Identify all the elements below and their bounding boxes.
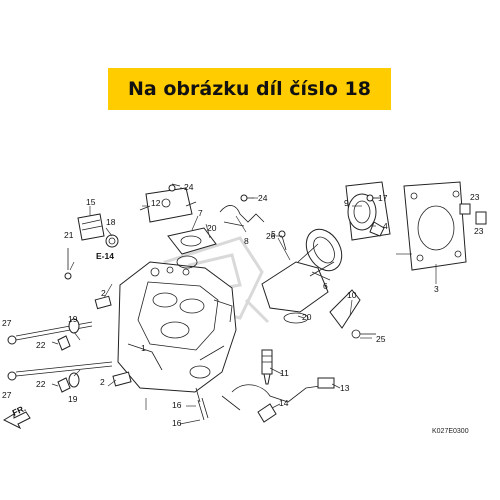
- diagram-code: K027E0300: [432, 428, 469, 435]
- callout-27a: 27: [2, 318, 12, 328]
- callout-4: 4: [383, 221, 388, 231]
- callout-15: 15: [86, 197, 96, 207]
- callout-3: 3: [434, 284, 439, 294]
- cover-plate[interactable]: [139, 187, 197, 223]
- callout-7: 7: [198, 208, 203, 218]
- callout-12: 12: [151, 198, 161, 208]
- callout-22a: 22: [36, 340, 46, 350]
- front-arrow: FR.: [2, 403, 31, 430]
- dowel-pins[interactable]: [94, 295, 132, 387]
- callout-22b: 22: [36, 379, 46, 389]
- insulator-gasket[interactable]: [167, 227, 217, 269]
- callout-23b: 23: [474, 226, 484, 236]
- washers-and-nuts[interactable]: [57, 318, 80, 393]
- callout-labels: 1 2 2 3 4 5 6 7 8 9 10 11 12 13 14 15 16…: [2, 182, 484, 428]
- callout-25: 25: [376, 334, 386, 344]
- leader-lines: [51, 187, 437, 425]
- callout-17: 17: [378, 193, 388, 203]
- callout-2b: 2: [100, 377, 105, 387]
- callout-21: 21: [64, 230, 74, 240]
- callout-27b: 27: [2, 390, 12, 400]
- sealing-washer-18[interactable]: [105, 234, 119, 248]
- bolts[interactable]: [64, 183, 380, 280]
- callout-5: 5: [271, 229, 276, 239]
- callout-18: 18: [106, 217, 116, 227]
- callout-23a: 23: [470, 192, 480, 202]
- temperature-sensor[interactable]: [221, 377, 335, 423]
- callout-16a: 16: [172, 400, 182, 410]
- callout-26: 26: [266, 231, 276, 241]
- callout-13: 13: [340, 383, 350, 393]
- callout-20a: 20: [207, 223, 217, 233]
- engine-ref-label: E-14: [96, 251, 114, 261]
- cylinder-head[interactable]: [117, 261, 237, 393]
- bracket[interactable]: [329, 289, 376, 339]
- spark-plug[interactable]: [261, 349, 273, 385]
- intake-pipe[interactable]: [261, 223, 349, 324]
- callout-11: 11: [280, 368, 289, 378]
- callout-2a: 2: [101, 288, 106, 298]
- intake-band[interactable]: [345, 181, 391, 241]
- stud-bolts[interactable]: [7, 321, 113, 381]
- callout-6: 6: [323, 281, 328, 291]
- callout-24a: 24: [184, 182, 194, 192]
- callout-19b: 19: [68, 394, 78, 404]
- callout-1: 1: [141, 343, 146, 353]
- part-number-banner: Na obrázku díl číslo 18: [108, 68, 391, 110]
- callout-20b: 20: [302, 312, 312, 322]
- callout-24b: 24: [258, 193, 268, 203]
- wire-clamp[interactable]: [219, 205, 265, 227]
- callout-9: 9: [344, 198, 349, 208]
- callout-10: 10: [347, 290, 357, 300]
- sender-unit-15[interactable]: [77, 213, 105, 241]
- banner-text: Na obrázku díl číslo 18: [128, 78, 371, 100]
- studs-16[interactable]: [195, 387, 209, 421]
- callout-14: 14: [279, 398, 289, 408]
- callout-8: 8: [244, 236, 249, 246]
- callout-19a: 19: [68, 314, 78, 324]
- callout-16b: 16: [172, 418, 182, 428]
- cylinder-gasket[interactable]: [403, 181, 487, 271]
